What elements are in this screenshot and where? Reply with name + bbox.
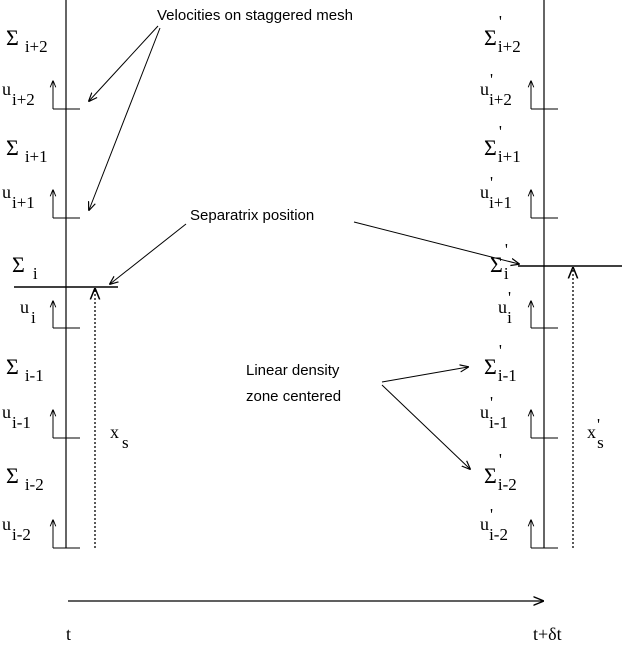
- right-u-label: u'i-1: [480, 393, 508, 432]
- left-u-label: ui-2: [2, 514, 31, 544]
- velocities-annotation: Velocities on staggered mesh: [157, 7, 353, 24]
- right-sigma-label: Σ'i-2: [484, 450, 517, 494]
- left-u-label: ui+2: [2, 79, 35, 109]
- left-u-label: ui+1: [2, 182, 35, 212]
- linear-density-pointer: [381, 367, 468, 383]
- velocities-pointer: [89, 27, 161, 210]
- left-u-label: ui-1: [2, 402, 31, 432]
- left-u-label: ui: [20, 297, 36, 327]
- right-sigma-label: Σ'i+2: [484, 12, 521, 56]
- time-label-t: t: [66, 624, 71, 642]
- linear-density-annotation: Linear density: [246, 362, 340, 379]
- right-xs-label: x's: [587, 415, 604, 452]
- right-sigma-label: Σ'i: [490, 240, 509, 283]
- right-u-label: u'i+1: [480, 173, 512, 212]
- separatrix-pointer: [110, 223, 187, 284]
- right-sigma-label: Σ'i+1: [484, 122, 521, 166]
- right-u-label: u'i: [498, 288, 512, 327]
- right-u-label: u'i+2: [480, 70, 512, 109]
- linear-density-pointer: [381, 384, 470, 469]
- linear-density-annotation: zone centered: [246, 388, 341, 405]
- right-sigma-label: Σ'i-1: [484, 341, 517, 385]
- left-xs-label: xs: [110, 422, 129, 452]
- time-label-t-dt: t+δt: [533, 624, 562, 642]
- separatrix-pointer: [353, 221, 519, 264]
- separatrix-annotation: Separatrix position: [190, 207, 314, 224]
- right-u-label: u'i-2: [480, 505, 508, 544]
- velocities-pointer: [89, 25, 159, 101]
